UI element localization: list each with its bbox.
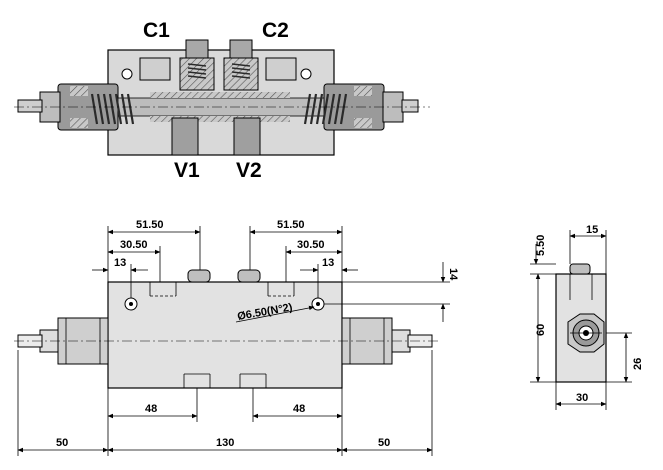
front-body: [107, 281, 343, 389]
dim-left-48: 48: [145, 403, 157, 415]
left-spring: [90, 93, 135, 125]
dim-top-14: 14: [447, 268, 459, 281]
section-hole-right: [300, 68, 312, 80]
dim-right-30-50: 30.50: [297, 239, 325, 251]
section-view: C1 C2 V1 V2: [14, 19, 430, 182]
dim-left-51-50: 51.50: [136, 219, 164, 231]
dim-side-5-50: 5.50: [535, 235, 547, 256]
label-c1: C1: [143, 19, 170, 42]
front-view: 51.50 30.50 13 51.50 30.50 13 14 Ø6.50(N…: [14, 219, 459, 456]
dim-side-60: 60: [535, 324, 547, 336]
dim-left-13: 13: [114, 257, 126, 269]
dim-right-13: 13: [322, 257, 334, 269]
front-plug-c1: [187, 269, 211, 283]
side-plug: [569, 263, 591, 275]
dim-right-48: 48: [293, 403, 305, 415]
section-hole-left: [121, 68, 133, 80]
dim-side-30: 30: [576, 392, 588, 404]
dim-left-50: 50: [56, 437, 68, 449]
label-c2: C2: [262, 19, 289, 42]
front-right-cartridge: [341, 317, 393, 365]
v1-port: [171, 117, 199, 156]
right-spring: [303, 93, 348, 125]
side-view: 15 5.50 60 26 30: [530, 224, 644, 410]
dim-center-130: 130: [216, 437, 234, 449]
dim-right-51-50: 51.50: [277, 219, 305, 231]
dim-left-30-50: 30.50: [120, 239, 148, 251]
v2-port: [233, 117, 261, 156]
front-plug-c2: [237, 269, 261, 283]
dim-right-50: 50: [378, 437, 390, 449]
dim-side-15: 15: [586, 224, 598, 236]
label-v1: V1: [174, 159, 200, 182]
dim-side-26: 26: [632, 358, 644, 370]
label-v2: V2: [236, 159, 262, 182]
